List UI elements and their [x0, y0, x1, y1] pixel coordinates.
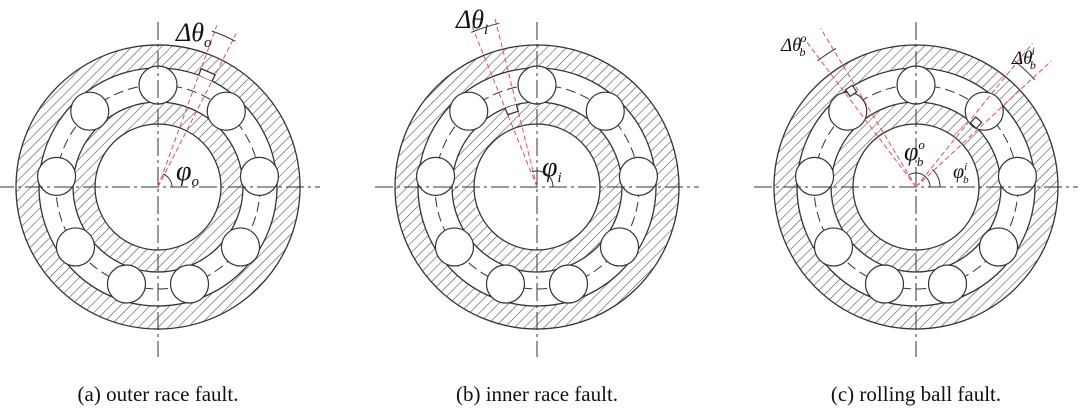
ball-outer-defect [844, 84, 858, 98]
ball-inner-defect [969, 116, 983, 130]
caption-b: (b) inner race fault. [456, 382, 618, 406]
fault-edge-line-1 [157, 33, 237, 188]
rolling-ball [106, 264, 147, 304]
rolling-ball [997, 156, 1038, 196]
fault-edge-line-0 [157, 25, 218, 188]
inner-race-notch [504, 104, 519, 116]
inner-race-fault-geometry [470, 17, 554, 188]
caption-a: (a) outer race fault. [78, 382, 239, 406]
ball-outer-fault-line-0 [804, 38, 917, 188]
phi-o-arc [907, 172, 931, 188]
bearing-drawing [754, 22, 1078, 357]
outer-race-fault-geometry [157, 25, 237, 188]
rolling-ball [169, 264, 210, 304]
fault-edge-line-1 [494, 17, 538, 188]
rolling-ball [485, 264, 526, 304]
panel-outer-race-fault: Δθo φo (a) outer race fault. [0, 18, 320, 406]
bearing-drawing [375, 22, 699, 357]
phi-arc [162, 173, 173, 188]
phi-i-label: φi [542, 152, 562, 186]
rolling-ball [927, 264, 968, 304]
delta-theta-i-label: Δθi [455, 5, 488, 38]
fault-edge-line-0 [470, 24, 538, 188]
rolling-ball [585, 91, 625, 131]
rolling-ball [36, 156, 77, 196]
rolling-ball-fault-geometry [804, 28, 1052, 188]
rolling-ball [618, 156, 659, 196]
rolling-ball [978, 227, 1019, 267]
delta-theta-o-label: Δθo [175, 18, 212, 51]
rolling-ball [239, 156, 280, 196]
rolling-ball [220, 227, 261, 267]
rolling-ball [548, 264, 589, 304]
delta-theta-arc [211, 30, 236, 42]
rolling-ball [828, 91, 868, 131]
rolling-ball [206, 91, 246, 131]
caption-c: (c) rolling ball fault. [831, 382, 1001, 406]
phi-arc [531, 170, 554, 188]
ball-inner-fault-line-0 [915, 42, 1033, 188]
rolling-ball [70, 91, 110, 131]
ball-outer-fault-line-1 [820, 28, 917, 188]
ball-inner-fault-line-1 [915, 60, 1052, 188]
phi-o-label: φo [176, 156, 200, 190]
rolling-ball [55, 227, 96, 267]
delta-theta-i-arc [1014, 60, 1036, 81]
delta-theta-arc [471, 22, 500, 33]
phi-i-arc [932, 169, 941, 188]
rolling-ball [864, 264, 905, 304]
rolling-ball [599, 227, 640, 267]
rolling-ball [434, 227, 475, 267]
rolling-ball [964, 91, 1004, 131]
rolling-ball [794, 156, 835, 196]
outer-race-notch [198, 67, 217, 82]
rolling-ball [813, 227, 854, 267]
panel-inner-race-fault: Δθi φi (b) inner race fault. [375, 5, 699, 406]
delta-theta-o-arc [817, 48, 837, 62]
rolling-ball [415, 156, 456, 196]
rolling-ball [449, 91, 489, 131]
bearing-drawing [0, 22, 320, 357]
